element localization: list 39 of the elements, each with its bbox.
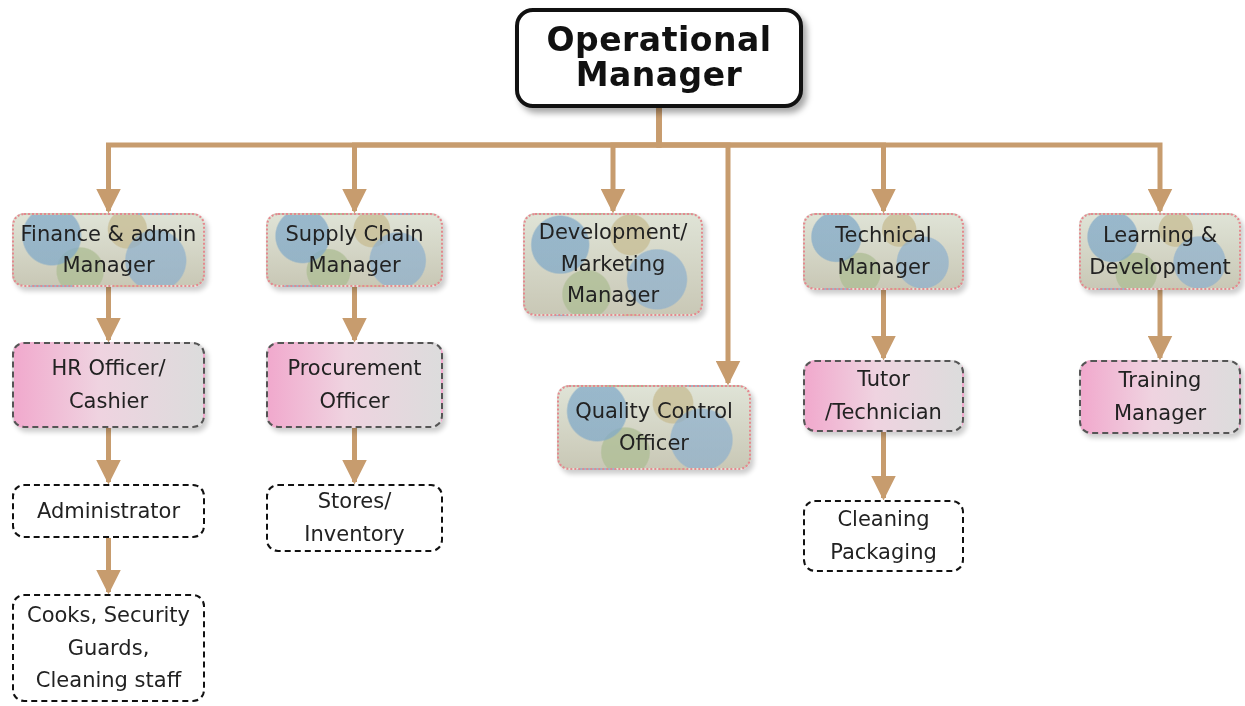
title-box (515, 8, 803, 108)
role-box (803, 213, 964, 290)
role-box (12, 213, 205, 287)
arrow (871, 290, 896, 361)
role-box (266, 342, 443, 428)
role-box (523, 213, 703, 316)
role-label: Learning & Development (1088, 222, 1232, 281)
role-label: Training Manager (1112, 367, 1208, 427)
role-box (1079, 213, 1241, 290)
role-label: Cooks, Security Guards, Cleaning staff (25, 602, 192, 695)
arrow (342, 287, 367, 343)
role-label: HR Officer/ Cashier (50, 355, 167, 415)
arrow (96, 538, 121, 595)
role-box (803, 360, 964, 432)
arrow (96, 428, 121, 485)
role-box (12, 484, 205, 538)
role-box (803, 500, 964, 572)
role-box (266, 484, 443, 552)
role-label: Supply Chain Manager (284, 220, 425, 279)
role-label: Technical Manager (834, 222, 933, 281)
role-label: Operational Manager (545, 23, 773, 93)
role-label: Development/ Marketing Manager (537, 219, 689, 310)
arrow (1147, 290, 1173, 361)
role-label: Stores/ Inventory (303, 488, 406, 548)
role-label: Quality Control Officer (574, 398, 734, 457)
arrow (96, 287, 121, 343)
arrow (871, 432, 896, 501)
role-box (557, 385, 751, 470)
role-box (12, 594, 205, 702)
arrow (656, 108, 1173, 214)
role-label: Finance & admin Manager (20, 220, 197, 279)
role-label: Cleaning Packaging (829, 506, 938, 566)
role-box (266, 213, 443, 287)
role-label: Tutor /Technician (824, 366, 943, 426)
role-box (1079, 360, 1241, 434)
role-label: Procurement Officer (286, 355, 423, 415)
arrow (342, 428, 367, 485)
role-box (12, 342, 205, 428)
role-label: Administrator (36, 497, 181, 525)
